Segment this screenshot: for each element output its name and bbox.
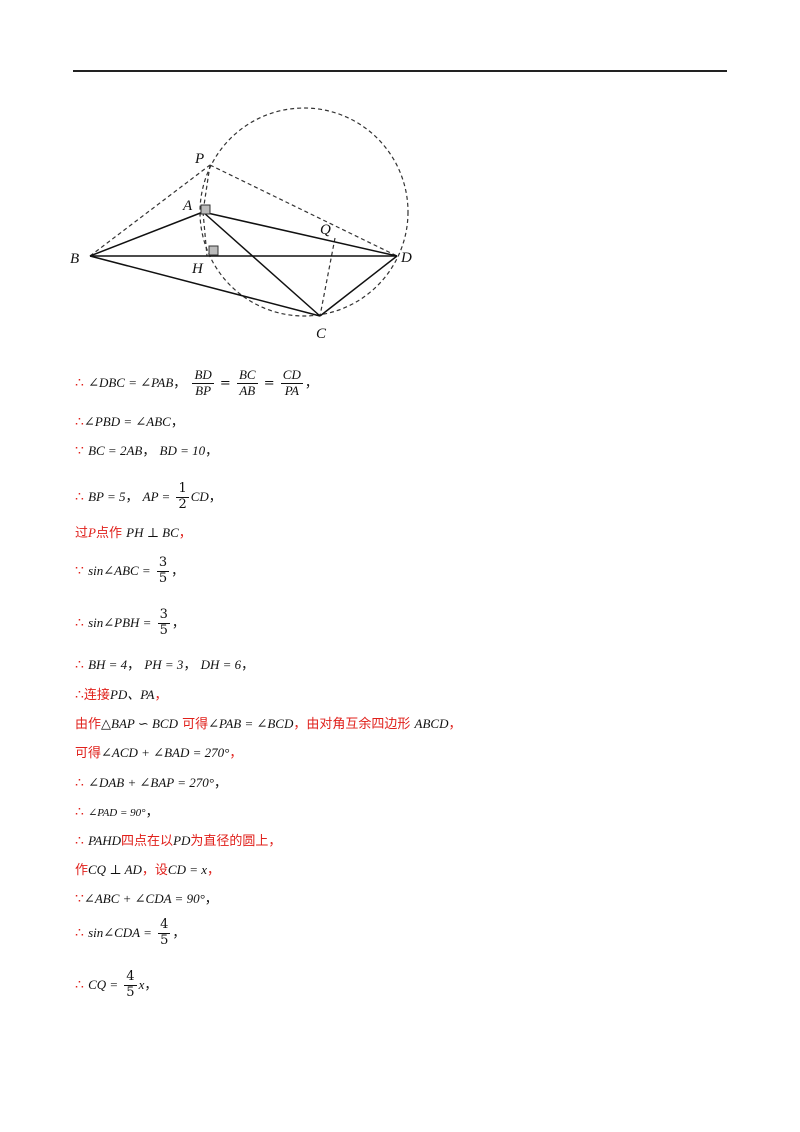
label-d: D — [400, 250, 412, 266]
segment-bc — [89, 255, 321, 317]
segment-pa — [202, 164, 211, 213]
segment-ba — [89, 211, 204, 257]
solution-line-16: ∵∠ABC + ∠CDA = 90°， — [75, 891, 218, 907]
solution-line-5: 过P点作 PH ⊥ BC， — [75, 525, 192, 541]
solution-line-2: ∴∠PBD = ∠ABC， — [75, 414, 184, 430]
circle-pd-diameter — [199, 107, 409, 317]
solution-line-11: 可得∠ACD + ∠BAD = 270°， — [75, 745, 243, 761]
solution-line-9: ∴连接PD、PA， — [75, 687, 168, 703]
header-rule — [73, 70, 727, 72]
segment-ad — [202, 211, 398, 257]
segment-cd — [319, 255, 398, 317]
segment-ac — [202, 211, 321, 317]
geometry-figure: P A Q B H D C — [70, 107, 412, 342]
segment-cq — [319, 237, 336, 317]
solution-line-15: 作CQ ⊥ AD，设CD = x， — [75, 862, 221, 878]
solution-line-8: ∴ BH = 4， PH = 3， DH = 6， — [75, 657, 255, 673]
solution-line-14: ∴ PAHD四点在以PD为直径的圆上， — [75, 833, 282, 849]
right-angle-mark-a — [200, 204, 211, 215]
label-a: A — [182, 198, 193, 214]
expr: ∠DBC = ∠PAB — [88, 374, 174, 390]
label-q: Q — [320, 222, 331, 238]
solution-line-13: ∴ ∠PAD = 90°， — [75, 804, 159, 820]
solution-line-10: 由作△BAP ∽ BCD 可得∠PAB = ∠BCD，由对角互余四边形 ABCD… — [75, 716, 462, 732]
segment-ph — [202, 211, 208, 257]
right-angle-mark-h — [208, 245, 219, 256]
label-b: B — [70, 251, 79, 267]
label-h: H — [191, 261, 204, 277]
therefore-sym: ∴ — [75, 374, 84, 391]
label-c: C — [316, 326, 327, 342]
label-p: P — [194, 151, 204, 167]
solution-line-12: ∴ ∠DAB + ∠BAP = 270°， — [75, 775, 227, 791]
solution-line-3: ∵ BC = 2AB， BD = 10， — [75, 443, 219, 459]
